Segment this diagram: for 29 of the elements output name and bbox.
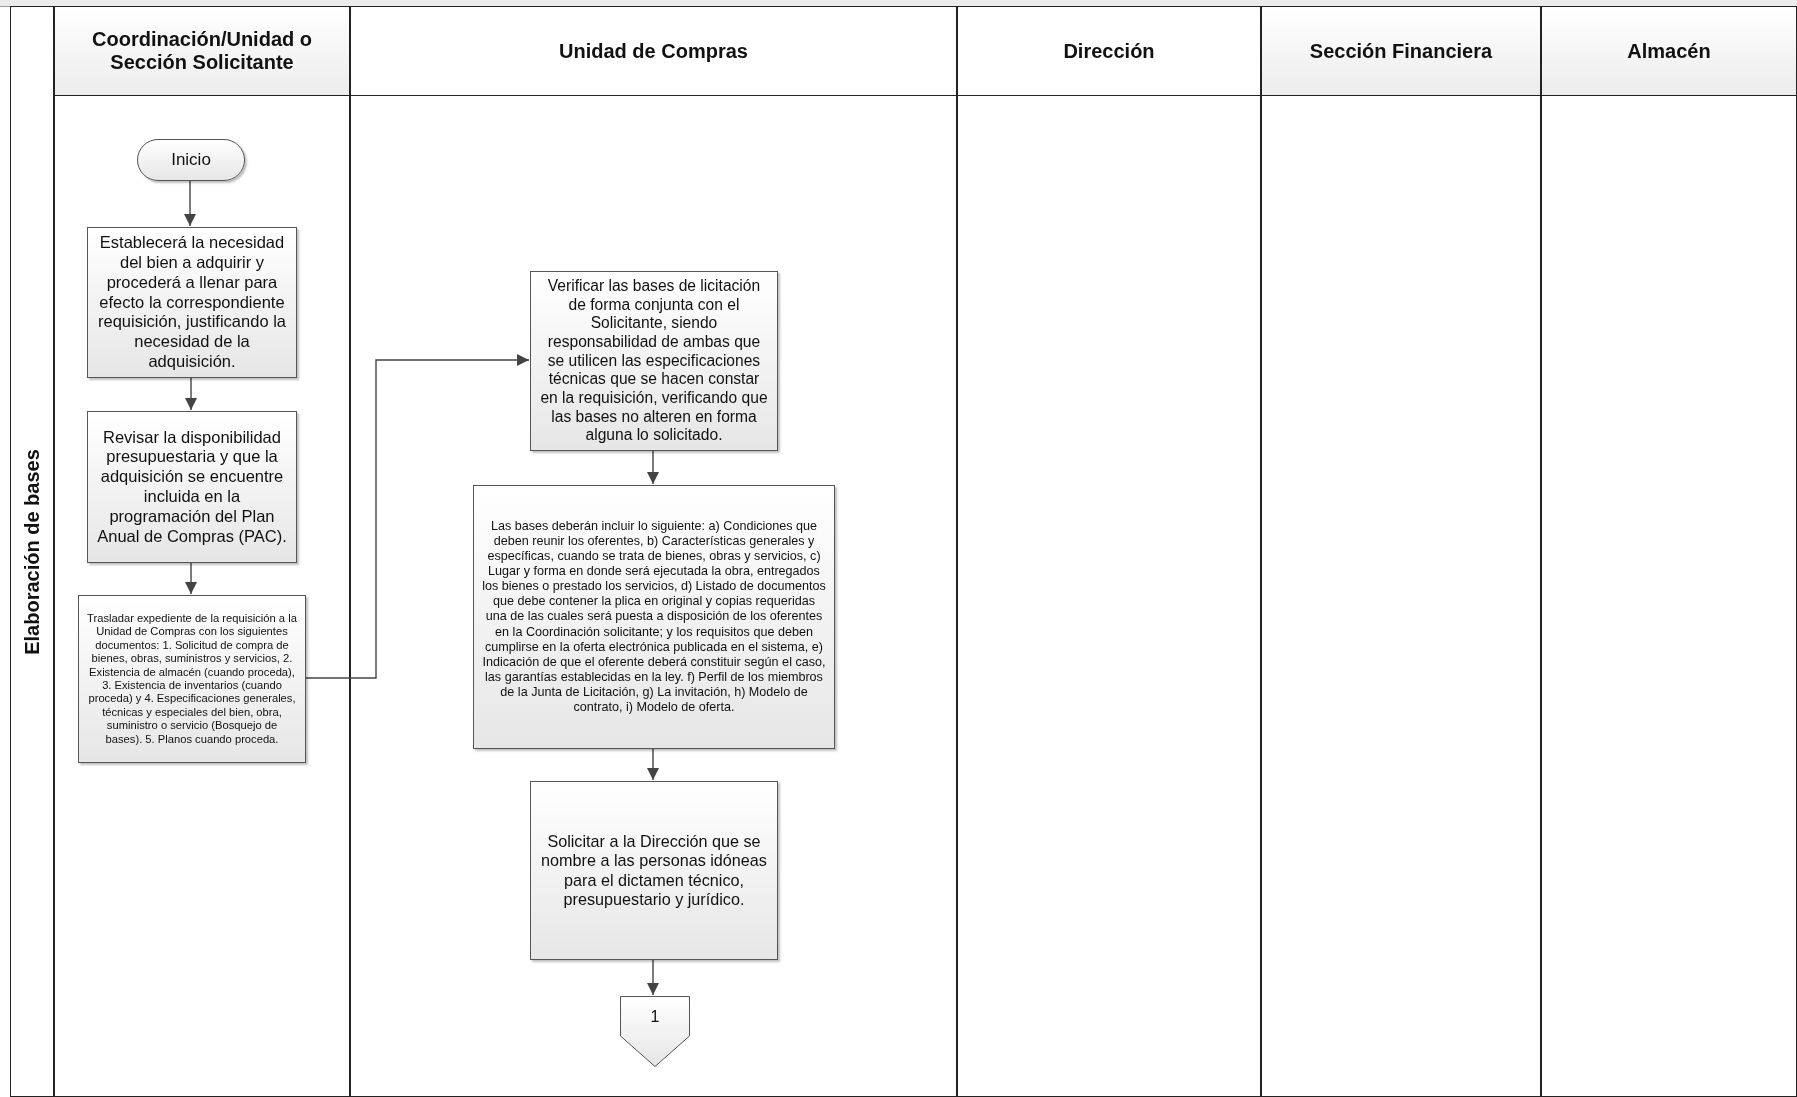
- start-terminal: [137, 139, 245, 181]
- swimlane: [54, 6, 350, 1097]
- arrow: [185, 376, 197, 411]
- lane-title: Elaboración de bases: [20, 448, 44, 655]
- arrow: [185, 561, 197, 595]
- process-text: Establecerá la necesidad del bien a adquirir y procederá a llenar para efecto la correspondiente requisición, justificando la necesidad de la adquisición.: [97, 233, 287, 372]
- arrow: [184, 179, 196, 227]
- process-box: [473, 485, 835, 749]
- swimlane: [1261, 6, 1541, 1097]
- off-page-connector: [620, 996, 690, 1067]
- arrow: [647, 958, 659, 996]
- process-text: Solicitar a la Dirección que se nombre a las personas idóneas para el dictamen técnico, presupuestario y jurídico.: [540, 831, 768, 910]
- swimlane: [957, 6, 1261, 1097]
- lane-band: [10, 6, 54, 1097]
- process-text: Verificar las bases de licitación de forma conjunta con el Solicitante, siendo responsabilidad de ambas que se utilicen las especificaciones técnicas que se hacen constar en la requisición, verificando que las bases no alteren en forma alguna lo solicitado.: [539, 276, 769, 446]
- process-box: [78, 595, 306, 763]
- connector-number: 1: [650, 1008, 660, 1026]
- arrow: [647, 449, 659, 485]
- terminal-label: Inicio: [171, 150, 211, 170]
- arrow: [647, 747, 659, 781]
- process-box: [530, 781, 778, 960]
- process-text: Trasladar expediente de la requisición a la Unidad de Compras con los siguientes documentos: 1. Solicitud de compra de bienes, obras, suministros y servicios, 2. Existencia de almacén (cuando proceda), 3. Existencia de inventarios (cuando proceda) y 4. Especificaciones generales, técnicas y especiales del bien, obra, suministro o servicio (Bosquejo de bases). 5. Planos cuando proceda.: [87, 611, 297, 747]
- swimlane: [1541, 6, 1797, 1097]
- swimlane: [350, 6, 957, 1097]
- process-text: Revisar la disponibilidad presupuestaria y que la adquisición se encuentre incluida en la programación del Plan Anual de Compras (PAC).: [96, 427, 288, 547]
- process-box: [87, 227, 297, 378]
- process-box: [87, 411, 297, 563]
- arrow: [304, 354, 530, 679]
- process-text: Las bases deberán incluir lo siguiente: a) Condiciones que deben reunir los oferentes, b) Características generales y específicas, cuando se trata de bienes, obras y servicios, c) Lugar y forma en donde será ejecutada la obra, entregados los bienes o prestado los servicios, d) Listado de documentos que debe contener la plica en original y copias requeridas una de las cuales será puesta a disposición de los oferentes en la Coordinación solicitante; y los requisitos que deben cumplirse en la oferta electrónica publicada en el sistema, e) Indicación de que el oferente deberá constituir según el caso, las garantías establecidas en la ley. f) Perfil de los miembros de la Junta de Licitación, g) La invitación, h) Modelo de contrato, i) Modelo de oferta.: [482, 518, 826, 716]
